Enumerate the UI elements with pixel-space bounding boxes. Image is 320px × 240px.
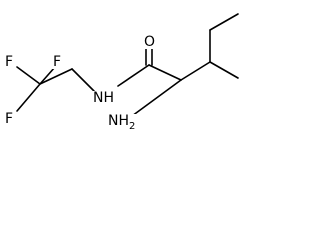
skeletal-formula (16, 13, 239, 117)
amine-subscript: 2 (129, 120, 136, 132)
oxygen-atom-label: O (143, 34, 157, 50)
bond-c-calpha (148, 64, 182, 81)
fluorine-atom-label-3: F (4, 111, 15, 127)
bond-cf-f1 (16, 66, 41, 85)
bond-ch2-cf3 (39, 68, 73, 85)
bond-calpha-cbeta (180, 61, 211, 81)
bond-ch2-ch3 (209, 13, 239, 31)
fluorine-atom-label-1: F (4, 54, 15, 70)
amide-nitrogen-label: NH (92, 90, 115, 106)
fluorine-atom-label-2: F (52, 54, 63, 70)
bond-cf-f2 (39, 66, 56, 85)
bond-n-ch2 (71, 68, 95, 92)
bond-calpha-nh2 (131, 79, 182, 117)
structure-canvas: O NH NH2 F F F (0, 0, 252, 134)
amine-text: NH2 (108, 113, 136, 132)
bond-cbeta-methyl (209, 61, 239, 79)
bond-cf-f3 (16, 83, 41, 112)
amine-nitrogen-label: NH2 (107, 113, 137, 134)
bond-c-n (117, 64, 150, 87)
